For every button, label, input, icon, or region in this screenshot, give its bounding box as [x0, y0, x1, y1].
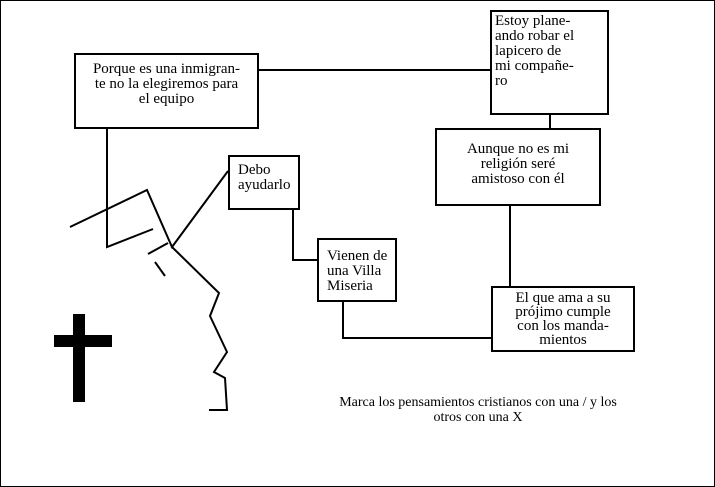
- box-immigrant-line: el equipo: [138, 91, 195, 107]
- box-immigrant-line: te no la elegiremos para: [94, 76, 239, 92]
- box-plan-line: lapicero de: [495, 43, 562, 59]
- box-villa-line: Vienen de: [327, 248, 388, 264]
- box-plan-line: Estoy plane-: [495, 13, 571, 29]
- instruction-text: Marca los pensamientos cristianos con un…: [283, 395, 673, 425]
- box-religion-line: amistoso con él: [471, 171, 565, 187]
- box-commandments-line: mientos: [539, 332, 587, 348]
- box-villa-thought: Vienen de una Villa Miseria: [317, 238, 397, 302]
- box-villa-line: Miseria: [327, 278, 373, 294]
- box-commandments-line: con los manda-: [517, 318, 609, 334]
- box-commandments-line: El que ama a su: [515, 290, 611, 306]
- box-immigrant-thought: Porque es una inmigran- te no la elegire…: [74, 53, 259, 129]
- box-immigrant-line: Porque es una inmigran-: [92, 61, 241, 77]
- connector-immigrant-figure: [106, 129, 154, 249]
- cross-icon: [54, 314, 112, 402]
- figure-line-drawing: [69, 170, 229, 411]
- box-religion-line: religión seré: [480, 156, 556, 172]
- box-help-line: ayudarlo: [238, 177, 291, 193]
- box-help-thought: Debo ayudarlo: [228, 155, 300, 210]
- box-religion-line: Aunque no es mi: [466, 141, 570, 157]
- connector-commandments-villa: [342, 302, 491, 339]
- connector-villa-help: [292, 210, 317, 261]
- box-commandments-line: prójimo cumple: [515, 304, 611, 320]
- box-plan-line: ro: [495, 73, 508, 89]
- box-commandments-thought: El que ama a su prójimo cumple con los m…: [491, 286, 635, 352]
- figure-mark-lower: [154, 261, 166, 277]
- box-help-line: Debo: [238, 162, 271, 178]
- instruction-line: otros con una X: [433, 410, 523, 425]
- box-plan-line: mi compañe-: [495, 58, 574, 74]
- box-plan-thought: Estoy plane- ando robar el lapicero de m…: [490, 10, 609, 115]
- instruction-line: Marca los pensamientos cristianos con un…: [339, 395, 617, 410]
- box-villa-line: una Villa: [327, 263, 382, 279]
- box-religion-thought: Aunque no es mi religión seré amistoso c…: [435, 128, 601, 206]
- figure-mark-upper: [147, 242, 169, 255]
- box-plan-line: ando robar el: [495, 28, 575, 44]
